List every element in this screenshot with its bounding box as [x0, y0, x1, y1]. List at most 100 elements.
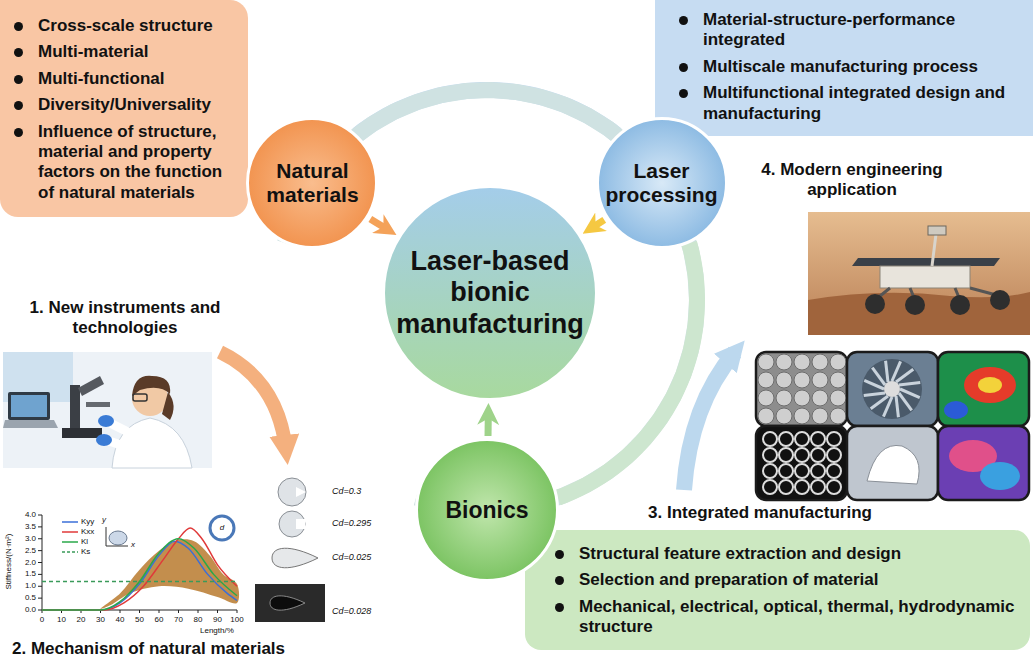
bullet-text: Multifunctional integrated design and ma…	[703, 83, 1021, 124]
bullet-text: Multiscale manufacturing process	[703, 57, 1021, 77]
tick-mark	[38, 610, 42, 611]
axis-title: Stiffness/(N·m²)	[4, 512, 13, 612]
tick-label: 90	[208, 615, 228, 624]
tick-label: 1.0	[10, 581, 36, 590]
legend-entry: Kl	[62, 537, 88, 546]
tick-label: 2.5	[10, 546, 36, 555]
bullet-text: Influence of structure, material and pro…	[38, 122, 238, 204]
bullet-text: Multi-material	[38, 42, 238, 62]
tick-mark	[237, 610, 238, 613]
tick-mark	[139, 610, 140, 613]
concept-circle: Natural materials	[246, 117, 378, 249]
collage-piece	[938, 426, 1029, 500]
axis-letter: x	[131, 540, 139, 549]
circle-text-holder: Laser processing	[604, 159, 720, 207]
tick-mark	[38, 574, 42, 575]
tick-label: 70	[169, 615, 189, 624]
tick-mark	[38, 598, 42, 599]
tick-label: 0.5	[10, 593, 36, 602]
tick-mark	[217, 610, 218, 613]
chevron-arrow	[485, 414, 492, 436]
flow-arrow	[220, 352, 286, 450]
bullet-text: Diversity/Universality	[38, 95, 238, 115]
bullet-text: Cross-scale structure	[38, 16, 238, 36]
collage-piece	[756, 352, 847, 426]
drag-shapes	[255, 478, 325, 622]
section-inset	[109, 531, 127, 545]
tick-mark	[198, 610, 199, 613]
legend-sample	[62, 519, 78, 525]
drag-coefficient: Cd=0.295	[332, 518, 382, 528]
drag-coefficient: Cd=0.3	[332, 486, 382, 496]
tick-mark	[38, 526, 42, 527]
tick-label: 0.0	[10, 605, 36, 614]
legend-sample	[62, 539, 78, 545]
legend-entry: Kxx	[62, 527, 94, 536]
scientist-photo	[3, 352, 212, 468]
tick-mark	[38, 562, 42, 563]
tick-label: 40	[110, 615, 130, 624]
tick-mark	[178, 610, 179, 613]
tick-label: 30	[91, 615, 111, 624]
bullet-text: Material-structure-performance integrate…	[703, 10, 1021, 51]
step-label: 4. Modern engineering application	[742, 160, 962, 199]
feature-box: Material-structure-performance integrate…	[655, 0, 1033, 136]
tick-mark	[38, 586, 42, 587]
legend-sample	[62, 529, 78, 535]
stiffness-curve	[42, 541, 237, 610]
stiffness-curve	[42, 581, 237, 583]
circle-title: Natural materials	[254, 159, 370, 207]
tick-label: 100	[227, 615, 247, 624]
step-label: 1. New instruments and technologies	[10, 298, 240, 337]
step-label: 3. Integrated manufacturing	[620, 503, 900, 523]
tick-mark	[120, 610, 121, 613]
circle-text-holder: Bionics	[425, 497, 549, 523]
tick-label: 3.0	[10, 534, 36, 543]
legend-text: Kl	[81, 537, 88, 546]
stiffness-curve	[42, 539, 237, 610]
core-circle: Laser-based bionic manufacturing	[382, 185, 598, 401]
drag-coefficient: Cd=0.025	[332, 552, 382, 562]
tick-mark	[38, 550, 42, 551]
circle-title: Bionics	[425, 497, 549, 523]
concept-circle: Laser processing	[596, 117, 728, 249]
collage-piece	[756, 426, 847, 500]
bullet-text: Multi-functional	[38, 69, 238, 89]
stiffness-curve	[42, 528, 237, 610]
step-label: 2. Mechanism of natural materials	[12, 639, 342, 659]
feature-box: Cross-scale structureMulti-materialMulti…	[0, 0, 248, 217]
ring-inset	[210, 516, 234, 540]
tick-label: 0	[32, 615, 52, 624]
dimension-label: d	[218, 523, 226, 532]
axis-letter: y	[102, 515, 110, 524]
application-collage	[756, 352, 1029, 500]
circle-text-holder: Natural materials	[254, 159, 370, 207]
concept-circle: Bionics	[415, 438, 559, 582]
drag-coefficient: Cd=0.028	[332, 606, 382, 616]
tick-label: 1.5	[10, 569, 36, 578]
legend-text: Kxx	[81, 527, 94, 536]
tick-mark	[159, 610, 160, 613]
bullet-text: Mechanical, electrical, optical, thermal…	[579, 597, 1018, 638]
tick-label: 50	[130, 615, 150, 624]
tick-label: 4.0	[10, 510, 36, 519]
legend-entry: Ks	[62, 547, 90, 556]
tick-mark	[38, 515, 42, 516]
tick-mark	[38, 538, 42, 539]
legend-text: Kyy	[81, 517, 94, 526]
circle-title: Laser processing	[604, 159, 720, 207]
tick-label: 80	[188, 615, 208, 624]
bullet-text: Structural feature extraction and design	[579, 544, 1018, 564]
axis-title: Length/%	[200, 626, 245, 635]
stiffness-chart	[38, 515, 239, 613]
collage-piece	[938, 352, 1029, 426]
collage-piece	[847, 426, 938, 500]
legend-entry: Kyy	[62, 517, 94, 526]
legend-sample	[62, 549, 78, 555]
tick-label: 20	[71, 615, 91, 624]
tick-label: 3.5	[10, 522, 36, 531]
tick-label: 2.0	[10, 558, 36, 567]
circle-text-holder: Laser-based bionic manufacturing	[390, 246, 590, 339]
bullet-text: Selection and preparation of material	[579, 570, 1018, 590]
